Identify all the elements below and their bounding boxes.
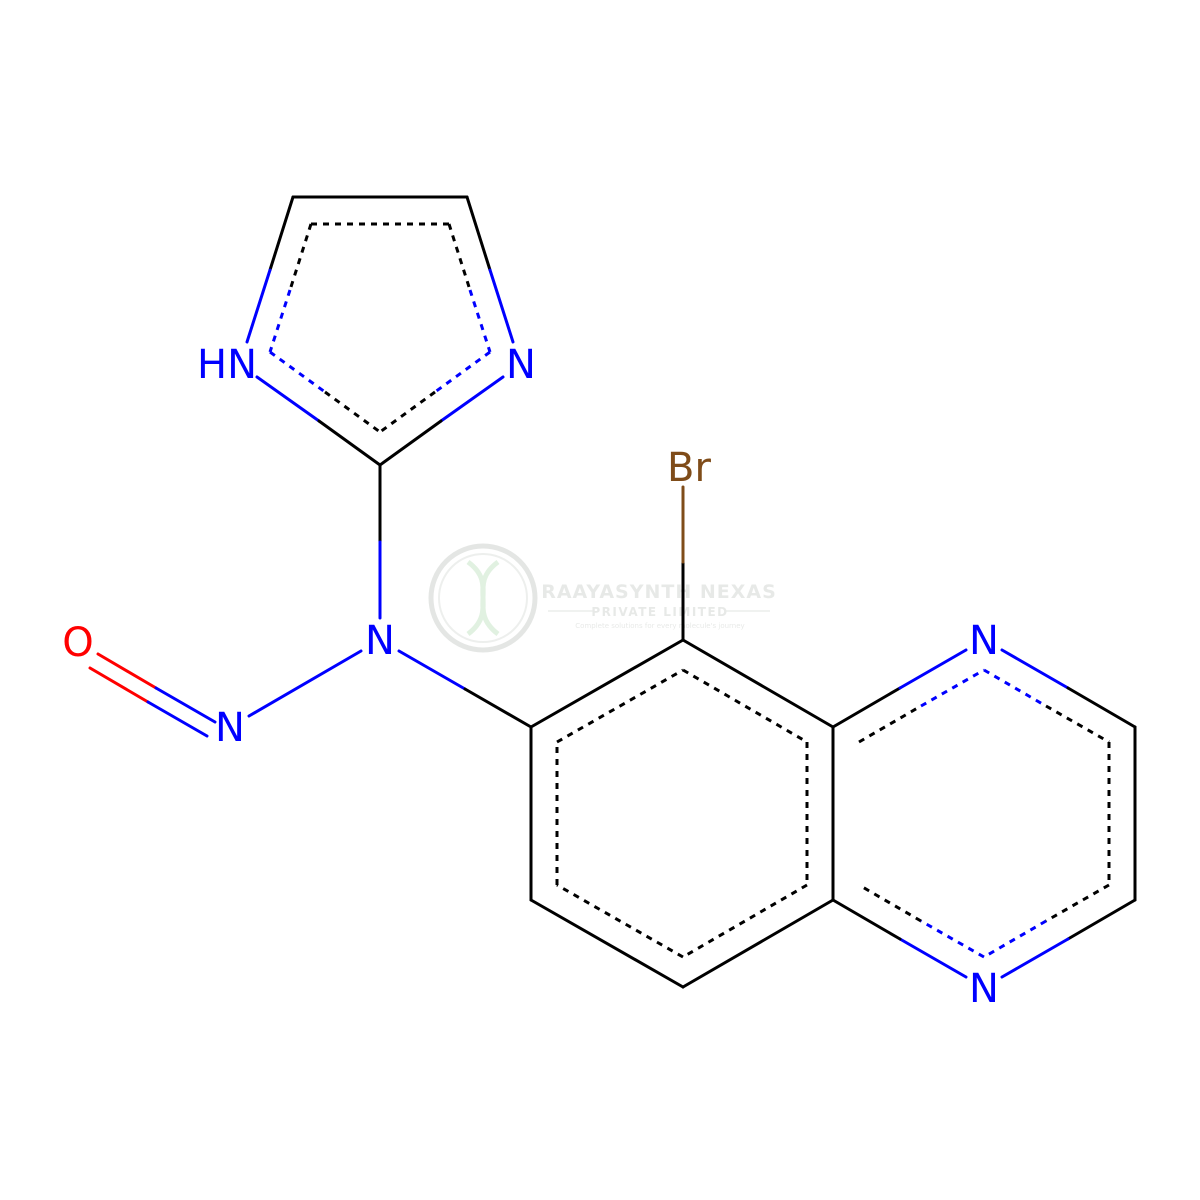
bond-namine-c6-black (463, 687, 533, 729)
arom-c8a-c8 (682, 883, 808, 959)
bond-no-outer-blue (154, 686, 217, 724)
bond-no-outer-red (96, 652, 158, 690)
bond-c4a-n4-blue (898, 648, 968, 690)
bond-n4-c3-black (1066, 686, 1137, 729)
bond-c4a-n4-black (831, 686, 902, 729)
watermark-subtitle: PRIVATE LIMITED (591, 605, 728, 619)
arom-c4-n3 (447, 223, 472, 291)
bond-no-inner-red (88, 666, 150, 704)
imidazole-ring (245, 195, 515, 467)
bond-n1-c8a-black (831, 898, 902, 941)
atom-label-n-imidazole: N (506, 342, 536, 388)
bond-c4-n3 (465, 195, 492, 272)
arom-n1-c2 (324, 390, 381, 434)
arom-c5-n1 (288, 223, 313, 291)
atom-label-n-quinoxaline-bottom: N (969, 966, 999, 1012)
bond-c2q-n1-black (1066, 898, 1137, 941)
arom-n1-blue (268, 289, 292, 353)
arom-n3-blue (468, 289, 492, 353)
arom-c8-c7 (556, 883, 684, 959)
bond-n1-c8a-blue (898, 937, 968, 979)
bond-no-inner-blue (146, 700, 209, 738)
arom-n4-c3 (1045, 704, 1110, 744)
arom-n3-c2 (379, 390, 436, 434)
watermark-logo-inner (438, 553, 528, 643)
watermark-dna-icon (466, 559, 500, 636)
arom-c6-c5 (556, 668, 684, 744)
atom-label-o: O (62, 620, 93, 666)
bond-n1-part (245, 268, 272, 344)
atom-label-n-nitroso: N (215, 705, 245, 751)
bond-n1-c2-black (317, 419, 382, 467)
benzene-ring (529, 638, 835, 989)
atom-label-n-quinoxaline-top: N (969, 618, 999, 664)
bond-c5-n1 (268, 195, 295, 272)
bond-c6-c5 (529, 638, 685, 729)
arom-c4a-n4-blue (920, 668, 985, 708)
bond-n3-part (488, 268, 515, 344)
watermark-logo-ring (428, 543, 538, 653)
bond-n4-c3-blue (1000, 648, 1070, 690)
arom-n4-c3-blue (983, 668, 1047, 708)
watermark: RAAYASYNTH NEXAS PRIVATE LIMITED Complet… (428, 543, 777, 653)
watermark-title: RAAYASYNTH NEXAS (541, 581, 777, 603)
atom-label-nh: HN (197, 342, 257, 388)
bond-n3-c2-blue (439, 375, 505, 423)
arom-c5-c4a (682, 668, 808, 744)
bond-namine-nnitroso (247, 649, 363, 718)
bond-n1-c2-blue (255, 375, 321, 423)
bond-n3-c2-black (378, 419, 443, 467)
arom-n1-c8a-blue (920, 919, 985, 959)
bond-c8-c7 (529, 898, 685, 989)
arom-n3-c2-blue (434, 350, 491, 394)
bond-c5-c4a (681, 638, 835, 729)
arom-c4a-n4 (858, 704, 922, 744)
bond-c2q-n1-blue (1000, 937, 1070, 979)
arom-c2q-n1-blue (983, 919, 1047, 959)
atom-label-n-amine: N (365, 618, 395, 664)
bond-c8a-c8 (681, 898, 835, 989)
atom-label-br: Br (667, 445, 711, 491)
arom-n1-c8a (858, 883, 922, 923)
arom-n1-c2-blue (269, 350, 326, 394)
pyrazine-ring (831, 648, 1137, 979)
bond-namine-c6-blue (397, 649, 467, 691)
watermark-tagline: Complete solutions for every molecule's … (575, 622, 744, 630)
arom-c2q-n1 (1045, 883, 1110, 923)
